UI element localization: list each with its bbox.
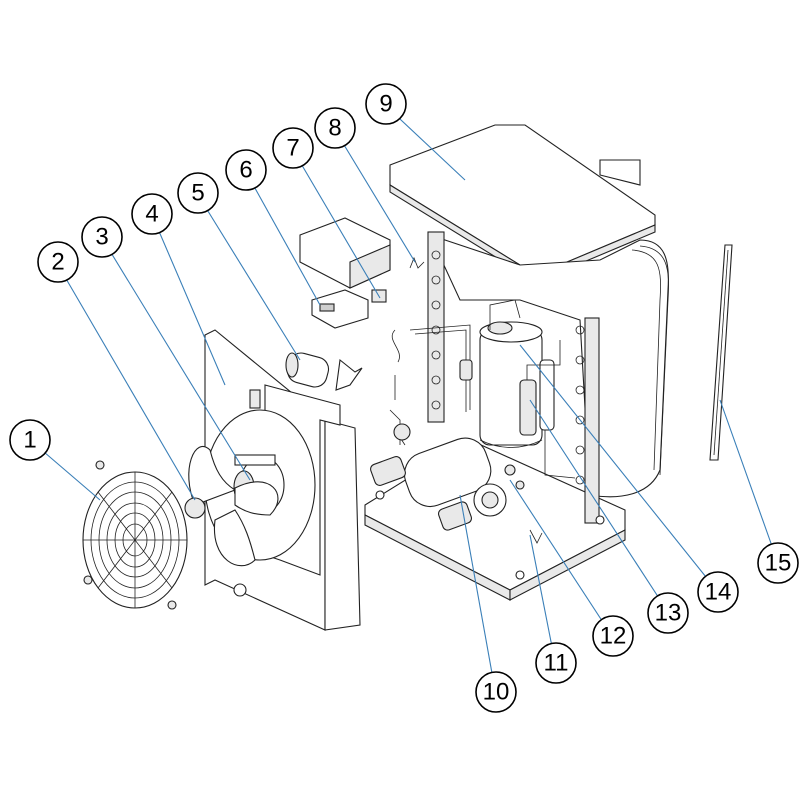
temperature-sensor [409,256,425,269]
fan-blade [184,446,279,567]
refrigerant-piping [389,324,473,445]
callout-9: 9 [365,83,407,125]
callout-label: 11 [544,650,569,677]
callout-3: 3 [81,216,123,258]
leader-lines [29,104,779,691]
fan-grill [82,460,188,610]
electrical-box [299,217,391,303]
callout-11: 11 [535,642,577,684]
callout-1: 1 [9,419,51,461]
callout-13: 13 [647,592,689,634]
titanium-heat-exchanger [370,423,507,531]
callout-14: 14 [697,571,739,613]
expansion-valve-assembly [519,340,576,479]
callout-label: 7 [286,135,299,162]
callout-label: 14 [705,579,732,606]
callout-label: 12 [600,623,627,650]
callout-8: 8 [314,107,356,149]
callout-label: 1 [23,427,36,454]
callout-2: 2 [37,241,79,283]
callout-label: 9 [379,91,392,118]
side-bracket [709,244,733,461]
callout-10: 10 [475,671,517,713]
callout-label: 4 [145,201,158,228]
callout-label: 2 [51,249,64,276]
callout-label: 8 [328,115,341,142]
callout-label: 3 [95,224,108,251]
base-small-parts [375,464,605,580]
capacitor [285,352,363,391]
callout-12: 12 [592,615,634,657]
callout-6: 6 [225,149,267,191]
callout-label: 5 [191,180,204,207]
callout-label: 15 [765,550,792,577]
callout-7: 7 [272,127,314,169]
callout-15: 15 [757,542,799,584]
callout-5: 5 [177,172,219,214]
callout-label: 13 [655,600,682,627]
callout-label: 6 [239,157,252,184]
coil-tube-bends [431,250,441,410]
controller-display [311,289,369,329]
callout-label: 10 [483,679,510,706]
callout-4: 4 [131,193,173,235]
